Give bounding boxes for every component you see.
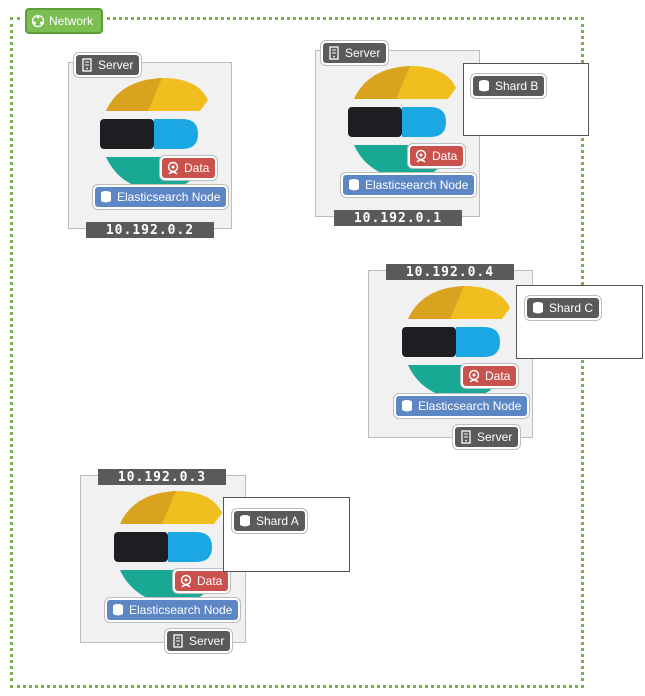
data-role-tag[interactable]: Data: [463, 366, 517, 386]
es-node-tag[interactable]: Elasticsearch Node: [396, 396, 528, 416]
shard-label: Shard A: [256, 514, 299, 528]
server-icon: [329, 46, 339, 60]
data-role-icon: [415, 149, 427, 163]
elasticsearch-logo-icon: [402, 286, 510, 400]
shard-tag[interactable]: Shard C: [527, 298, 600, 318]
server-tag-label: Server: [189, 634, 225, 648]
database-icon: [240, 515, 250, 527]
es-node-label: Elasticsearch Node: [117, 190, 221, 204]
network-label-text: Network: [49, 14, 94, 28]
server-tag[interactable]: Server: [455, 427, 519, 447]
ip-address-label: 10.192.0.1: [334, 210, 462, 226]
es-node-label: Elasticsearch Node: [129, 603, 233, 617]
server-tag[interactable]: Server: [323, 43, 387, 63]
shard-box: [463, 63, 589, 136]
server-icon: [173, 634, 183, 648]
data-role-icon: [167, 161, 179, 175]
data-role-label: Data: [485, 369, 511, 383]
database-icon: [349, 179, 359, 191]
server-tag-label: Server: [477, 430, 513, 444]
server-tag-label: Server: [345, 46, 381, 60]
database-icon: [533, 302, 543, 314]
elasticsearch-logo-icon: [100, 78, 208, 192]
server-tag[interactable]: Server: [76, 55, 140, 75]
server-tag[interactable]: Server: [167, 631, 231, 651]
data-role-label: Data: [184, 161, 210, 175]
es-node-tag[interactable]: Elasticsearch Node: [343, 175, 475, 195]
ip-address-label: 10.192.0.3: [98, 469, 226, 485]
data-role-icon: [180, 574, 192, 588]
shard-tag[interactable]: Shard B: [473, 76, 545, 96]
shard-box: [223, 497, 350, 572]
shard-tag[interactable]: Shard A: [234, 511, 305, 531]
server-tag-label: Server: [98, 58, 134, 72]
ip-address-label: 10.192.0.4: [386, 264, 514, 280]
server-icon: [461, 430, 471, 444]
es-node-tag[interactable]: Elasticsearch Node: [95, 187, 227, 207]
network-icon: [31, 14, 45, 28]
server-icon: [82, 58, 92, 72]
ip-address-label: 10.192.0.2: [86, 222, 214, 238]
database-icon: [113, 604, 123, 616]
es-node-label: Elasticsearch Node: [418, 399, 522, 413]
es-node-label: Elasticsearch Node: [365, 178, 469, 192]
shard-label: Shard C: [549, 301, 594, 315]
database-icon: [479, 80, 489, 92]
database-icon: [402, 400, 412, 412]
data-role-label: Data: [432, 149, 458, 163]
es-node-tag[interactable]: Elasticsearch Node: [107, 600, 239, 620]
data-role-icon: [468, 369, 480, 383]
network-label[interactable]: Network: [25, 8, 104, 34]
elasticsearch-logo-icon: [114, 491, 222, 605]
data-role-label: Data: [197, 574, 223, 588]
database-icon: [101, 191, 111, 203]
data-role-tag[interactable]: Data: [410, 146, 464, 166]
data-role-tag[interactable]: Data: [162, 158, 216, 178]
shard-box: [516, 285, 643, 359]
shard-label: Shard B: [495, 79, 539, 93]
data-role-tag[interactable]: Data: [175, 571, 229, 591]
